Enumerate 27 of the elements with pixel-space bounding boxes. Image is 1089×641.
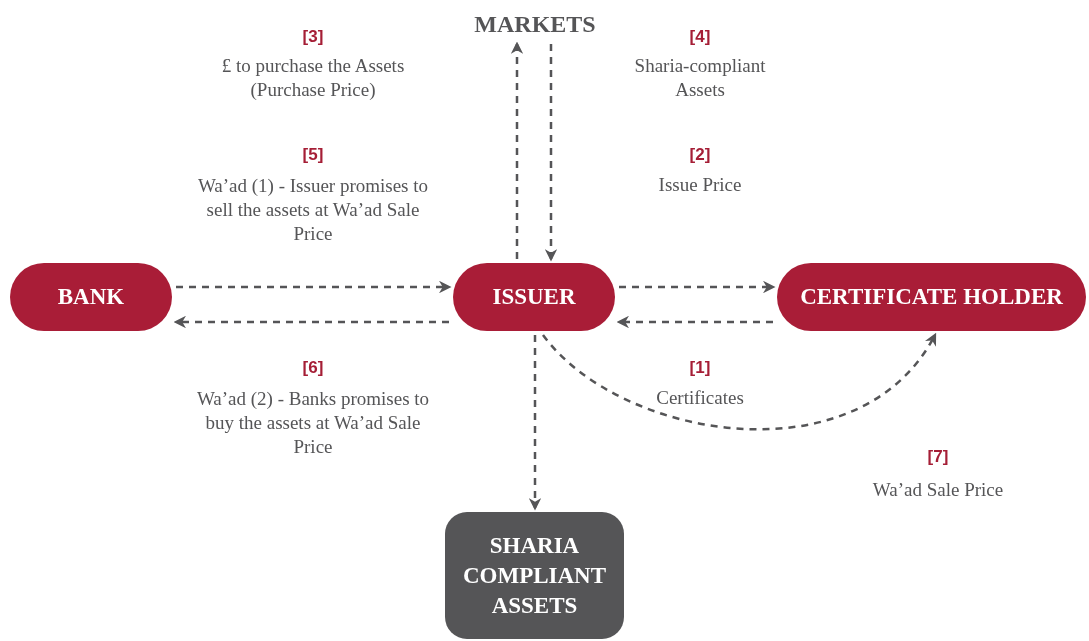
flow-description: Wa’ad (2) - Banks promises to buy the assets at Wa’ad Sale Price <box>195 387 431 459</box>
dashed-arrow <box>542 332 937 430</box>
step-number: [2] <box>688 144 712 167</box>
dashed-arrow <box>528 335 542 511</box>
step-number: [1] <box>688 357 712 380</box>
rounded-node: SHARIA COMPLIANT ASSETS <box>445 512 624 639</box>
flow-description: Sharia-compliant Assets <box>633 54 767 102</box>
step-number: [5] <box>301 144 325 167</box>
rounded-node: ISSUER <box>453 263 615 331</box>
flow-description: Wa’ad (1) - Issuer promises to sell the assets at Wa’ad Sale Price <box>196 174 430 246</box>
rounded-node: BANK <box>10 263 172 331</box>
flow-description: Issue Price <box>657 173 743 197</box>
flow-description: Wa’ad Sale Price <box>871 478 1005 502</box>
dashed-arrow <box>619 280 776 294</box>
flow-description: £ to purchase the Assets (Purchase Price) <box>220 54 406 102</box>
dashed-arrow <box>176 280 452 294</box>
step-number: [4] <box>688 26 712 49</box>
dashed-arrow <box>510 41 524 259</box>
dashed-arrow <box>173 315 449 329</box>
step-number: [6] <box>301 357 325 380</box>
flow-description: Certificates <box>655 386 745 410</box>
step-number: [7] <box>926 446 950 469</box>
step-number: [3] <box>301 26 325 49</box>
dashed-arrow <box>616 315 773 329</box>
rounded-node: CERTIFICATE HOLDER <box>777 263 1086 331</box>
dashed-arrow <box>544 44 558 262</box>
heading-text: MARKETS <box>455 8 615 40</box>
